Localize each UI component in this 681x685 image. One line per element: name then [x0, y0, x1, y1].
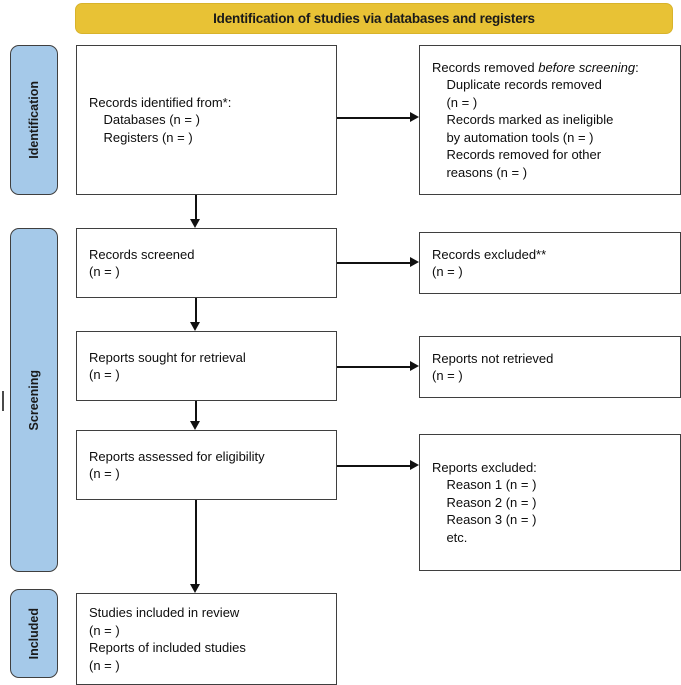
connector-identified-to-screened [195, 195, 197, 220]
box-reports-sought-for-retrieval: Reports sought for retrieval (n = ) [76, 331, 337, 401]
arrowhead-down-icon [190, 421, 200, 430]
box-reports-assessed-text: Reports assessed for eligibility (n = ) [89, 448, 265, 482]
stage-label-identification: Identification [27, 81, 41, 159]
arrowhead-right-icon [410, 257, 419, 267]
edge-tick-mark [2, 391, 4, 411]
arrowhead-right-icon [410, 361, 419, 371]
arrowhead-right-icon [410, 460, 419, 470]
box-records-identified: Records identified from*: Databases (n =… [76, 45, 337, 195]
stage-tab-included: Included [10, 589, 58, 678]
connector-assessed-to-included [195, 500, 197, 584]
box-reports-excluded-text: Reports excluded: Reason 1 (n = ) Reason… [432, 459, 537, 545]
connector-assessed-to-reports-excluded [337, 465, 412, 467]
box-records-identified-text: Records identified from*: Databases (n =… [89, 94, 232, 145]
box-records-excluded: Records excluded** (n = ) [419, 232, 681, 294]
box-records-removed-text: Records removed before screening: Duplic… [420, 59, 639, 182]
connector-screened-to-excluded [337, 262, 412, 264]
box-records-screened-text: Records screened (n = ) [89, 246, 195, 280]
records-removed-emphasis: before screening [538, 59, 636, 75]
connector-sought-to-not-retrieved [337, 366, 412, 368]
box-reports-sought-text: Reports sought for retrieval (n = ) [89, 349, 246, 383]
box-reports-not-retrieved: Reports not retrieved (n = ) [419, 336, 681, 398]
arrowhead-down-icon [190, 584, 200, 593]
box-reports-excluded: Reports excluded: Reason 1 (n = ) Reason… [419, 434, 681, 571]
arrowhead-down-icon [190, 219, 200, 228]
box-studies-included: Studies included in review (n = ) Report… [76, 593, 337, 685]
stage-label-screening: Screening [27, 369, 41, 431]
diagram-title: Identification of studies via databases … [213, 11, 535, 26]
records-removed-prefix: Records removed [432, 59, 539, 75]
arrowhead-down-icon [190, 322, 200, 331]
records-removed-list: : Duplicate records removed (n = ) Recor… [446, 59, 639, 180]
diagram-header-banner: Identification of studies via databases … [75, 3, 673, 34]
stage-tab-identification: Identification [10, 45, 58, 195]
connector-identified-to-removed [337, 117, 412, 119]
box-studies-included-text: Studies included in review (n = ) Report… [89, 605, 246, 673]
arrowhead-right-icon [410, 112, 419, 122]
box-records-excluded-text: Records excluded** (n = ) [432, 246, 547, 280]
connector-screened-to-sought [195, 298, 197, 322]
box-records-removed-before-screening: Records removed before screening: Duplic… [419, 45, 681, 195]
connector-sought-to-assessed [195, 401, 197, 421]
box-reports-not-retrieved-text: Reports not retrieved (n = ) [432, 350, 554, 384]
box-records-screened: Records screened (n = ) [76, 228, 337, 298]
stage-label-included: Included [27, 607, 41, 660]
box-reports-assessed-for-eligibility: Reports assessed for eligibility (n = ) [76, 430, 337, 500]
stage-tab-screening: Screening [10, 228, 58, 572]
